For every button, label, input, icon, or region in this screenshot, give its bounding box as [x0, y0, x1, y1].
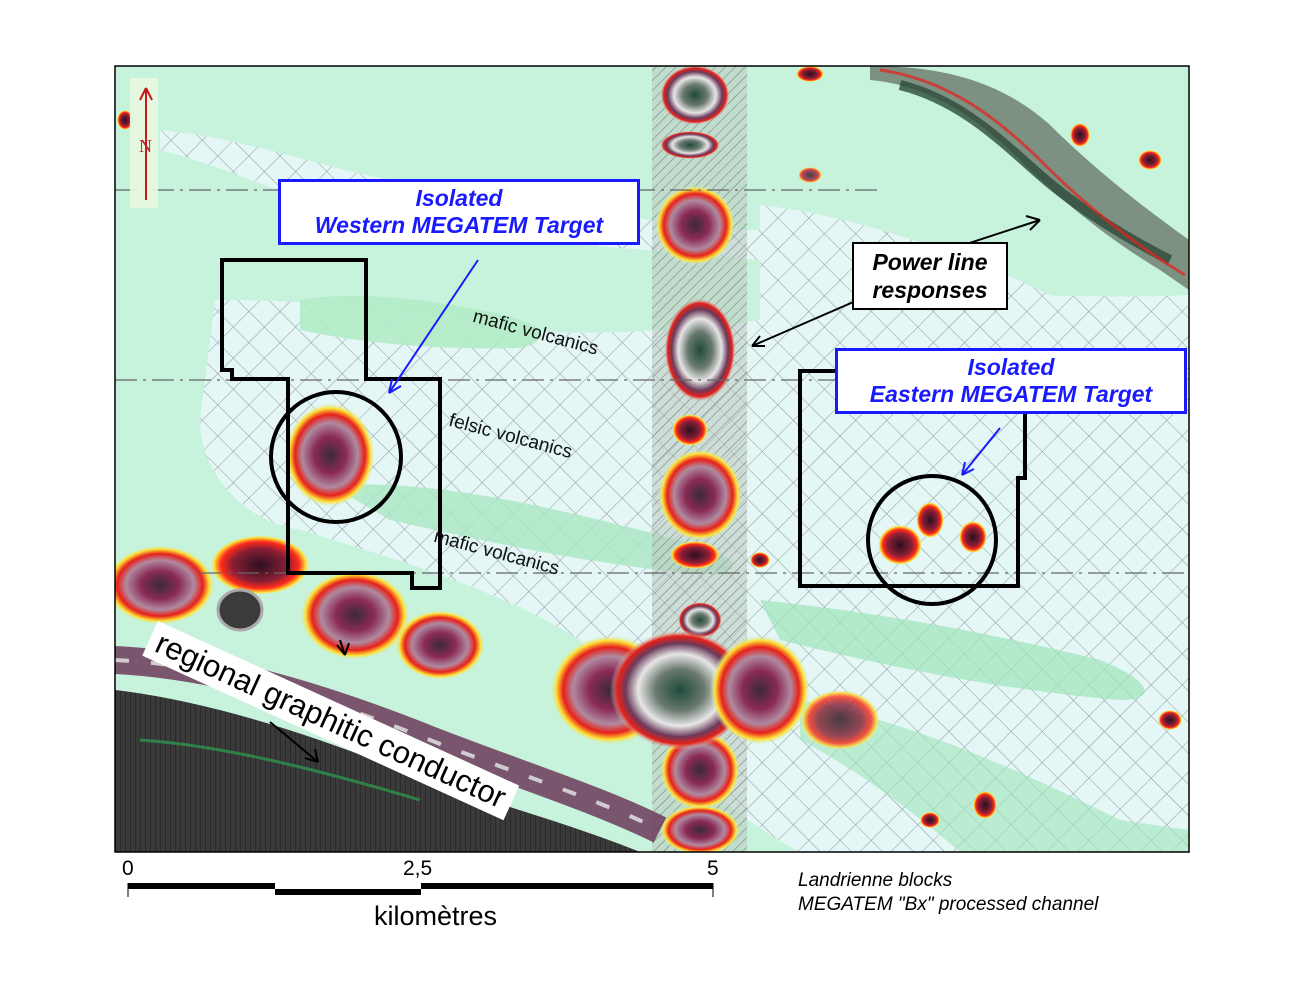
power-line-label: Power line responses [852, 242, 1008, 310]
power-line-label-line-1: Power line [872, 249, 988, 275]
graphitic-conductor-belt [115, 690, 640, 852]
scale-bar [127, 883, 714, 897]
mafic-streak-lower [330, 484, 733, 575]
scale-unit: kilomètres [374, 901, 498, 931]
western-target-label: Isolated Western MEGATEM Target [278, 179, 640, 245]
mafic-streak-se [800, 700, 1189, 852]
western-target-circle [269, 390, 403, 524]
map-caption: Landrienne blocks MEGATEM "Bx" processed… [798, 869, 1098, 917]
western-target-label-line-2: Western MEGATEM Target [314, 212, 604, 238]
power-line-label-line-2: responses [872, 277, 988, 303]
eastern-target-label-line-2: Eastern MEGATEM Target [869, 381, 1153, 407]
eastern-target-label: Isolated Eastern MEGATEM Target [835, 348, 1187, 414]
eastern-target-anomaly-3 [959, 521, 987, 553]
mafic-streak-upper [300, 295, 542, 349]
north-arrow-letter: N [139, 136, 152, 156]
north-arrow-icon [130, 78, 158, 208]
ne-anomaly-trend [870, 66, 1189, 290]
eastern-target-circle [866, 474, 998, 606]
western-target-anomaly [285, 403, 375, 507]
scale-tick-0: 0 [122, 857, 134, 880]
western-target-label-line-1: Isolated [415, 185, 503, 211]
western-claim-block [220, 258, 442, 590]
scale-tick-2-5: 2,5 [403, 857, 433, 880]
caption-line-1: Landrienne blocks [798, 870, 953, 891]
eastern-target-anomaly-1 [878, 525, 922, 565]
mafic-streak-east [760, 600, 1145, 700]
caption-line-2: MEGATEM "Bx" processed channel [798, 894, 1099, 915]
eastern-target-anomaly-2 [916, 502, 944, 538]
eastern-target-label-line-1: Isolated [967, 354, 1055, 380]
scale-tick-5: 5 [707, 857, 719, 880]
